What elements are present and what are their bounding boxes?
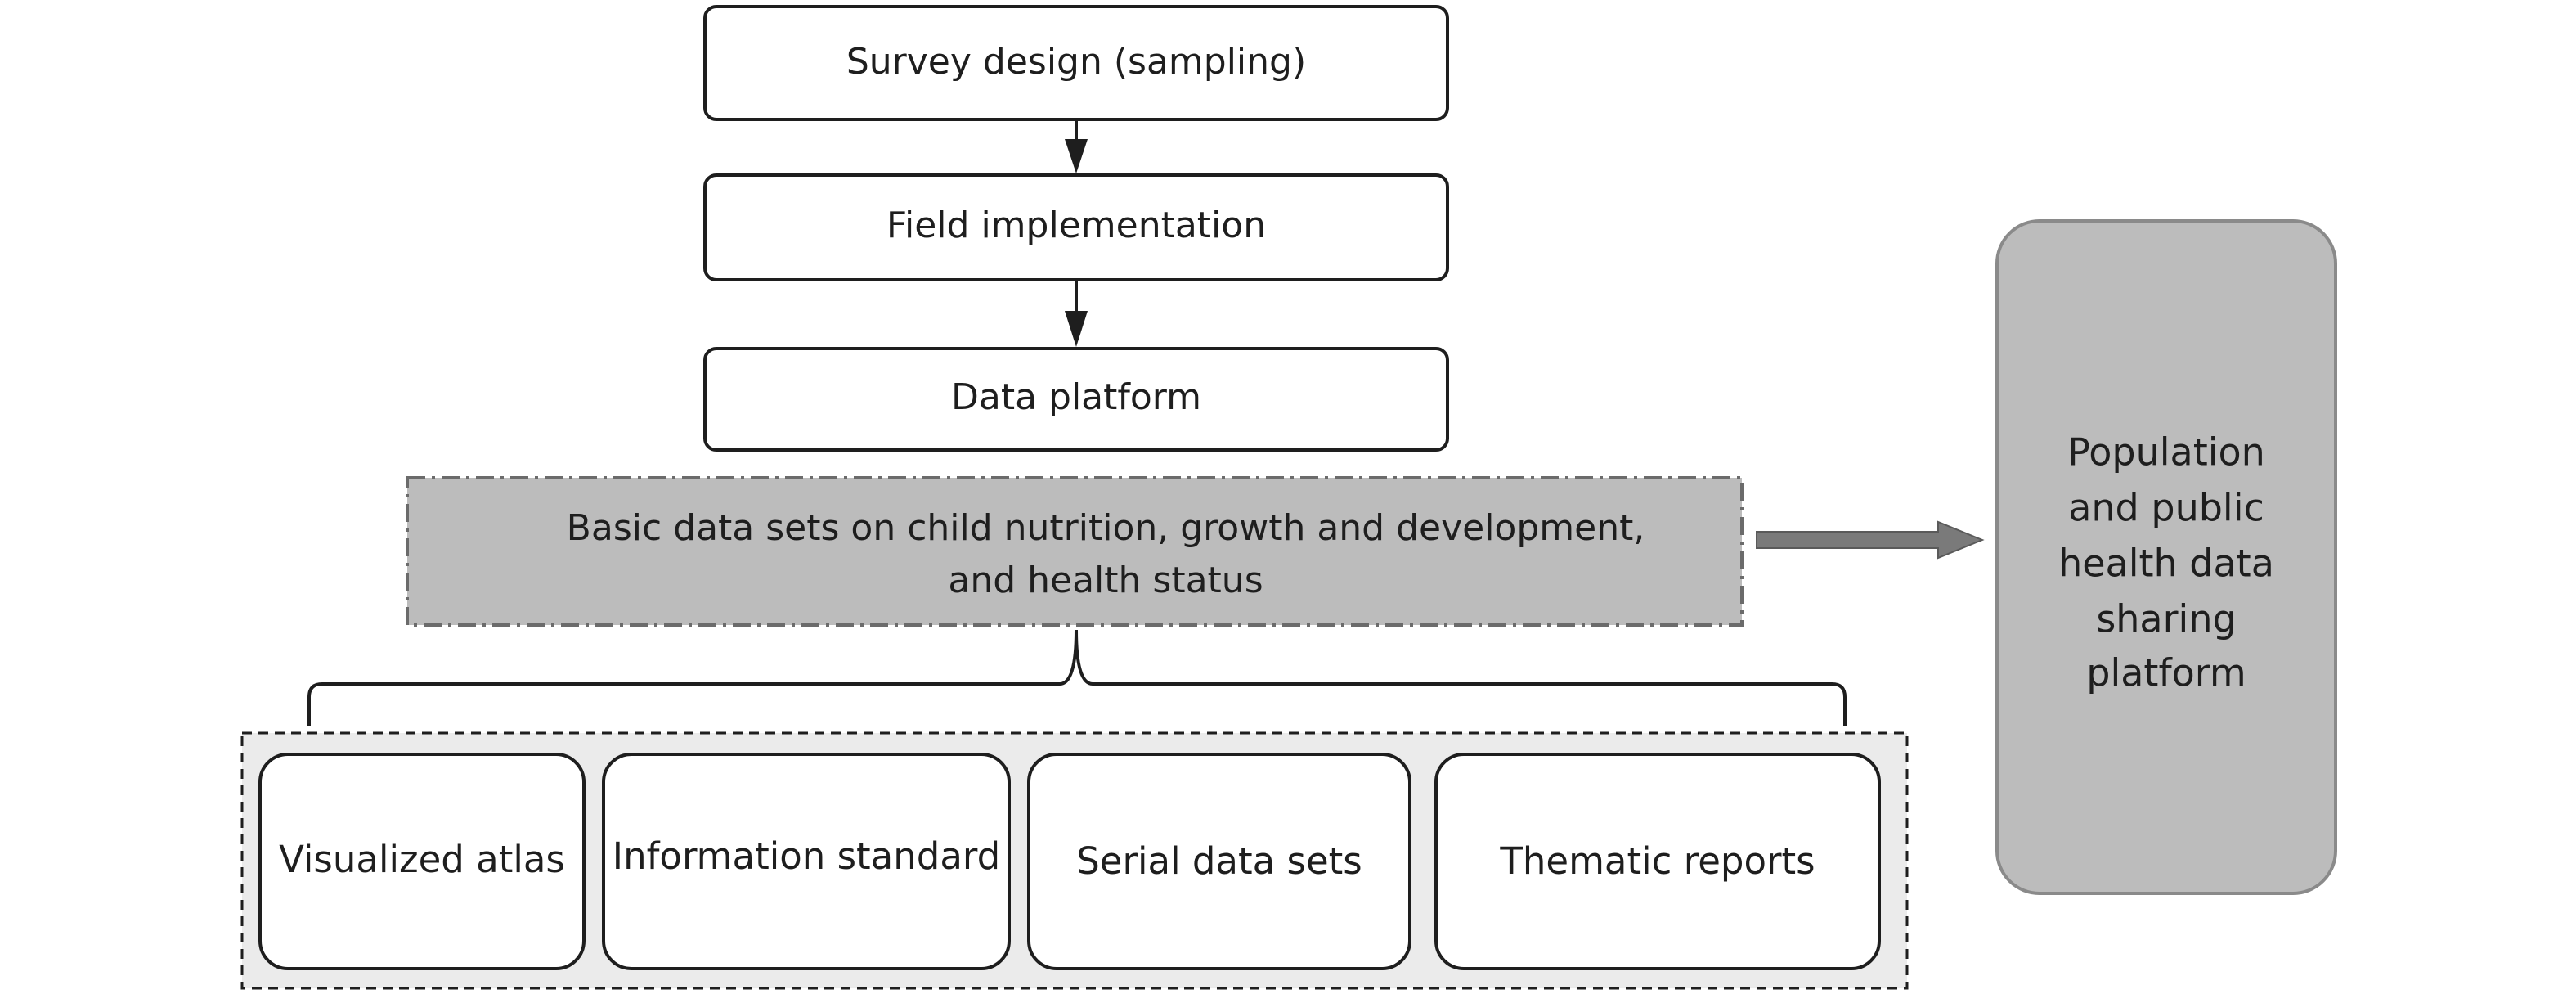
- output-serial-data-sets-label: Serial data sets: [1076, 839, 1362, 883]
- arrow-field-to-platform: [1065, 280, 1088, 347]
- sharing-platform-line-4: sharing: [2096, 597, 2236, 641]
- flow-step-field-implementation: Field implementation: [703, 173, 1449, 281]
- sharing-platform-line-2: and public: [2068, 486, 2264, 530]
- sharing-platform-box: Population and public health data sharin…: [1995, 219, 2337, 895]
- flow-step-survey-design-label: Survey design (sampling): [846, 41, 1306, 83]
- flow-step-field-implementation-label: Field implementation: [886, 205, 1266, 246]
- flow-step-survey-design: Survey design (sampling): [703, 5, 1449, 121]
- output-serial-data-sets: Serial data sets: [1027, 753, 1411, 970]
- arrow-survey-to-field: [1065, 119, 1088, 173]
- output-information-standard: Information standard: [602, 753, 1011, 970]
- output-visualized-atlas-label: Visualized atlas: [279, 838, 565, 881]
- datasets-box: Basic data sets on child nutrition, grow…: [406, 476, 1744, 627]
- sharing-platform-line-1: Population: [2067, 430, 2265, 475]
- output-thematic-reports-label: Thematic reports: [1499, 839, 1815, 883]
- sharing-platform-line-5: platform: [2086, 651, 2246, 695]
- flow-step-data-platform-label: Data platform: [951, 376, 1201, 418]
- outputs-group: Visualized atlas Information standard Se…: [240, 731, 1909, 990]
- output-information-standard-label: Information standard: [613, 834, 1000, 878]
- arrow-datasets-to-sharing-platform: [1756, 520, 1985, 560]
- sharing-platform-line-3: health data: [2058, 542, 2274, 586]
- datasets-box-line-2: and health status: [948, 560, 1263, 601]
- output-thematic-reports: Thematic reports: [1434, 753, 1881, 970]
- datasets-box-line-1: Basic data sets on child nutrition, grow…: [567, 507, 1645, 549]
- output-visualized-atlas: Visualized atlas: [258, 753, 586, 970]
- brace-connector: [307, 629, 1847, 726]
- flow-step-data-platform: Data platform: [703, 347, 1449, 452]
